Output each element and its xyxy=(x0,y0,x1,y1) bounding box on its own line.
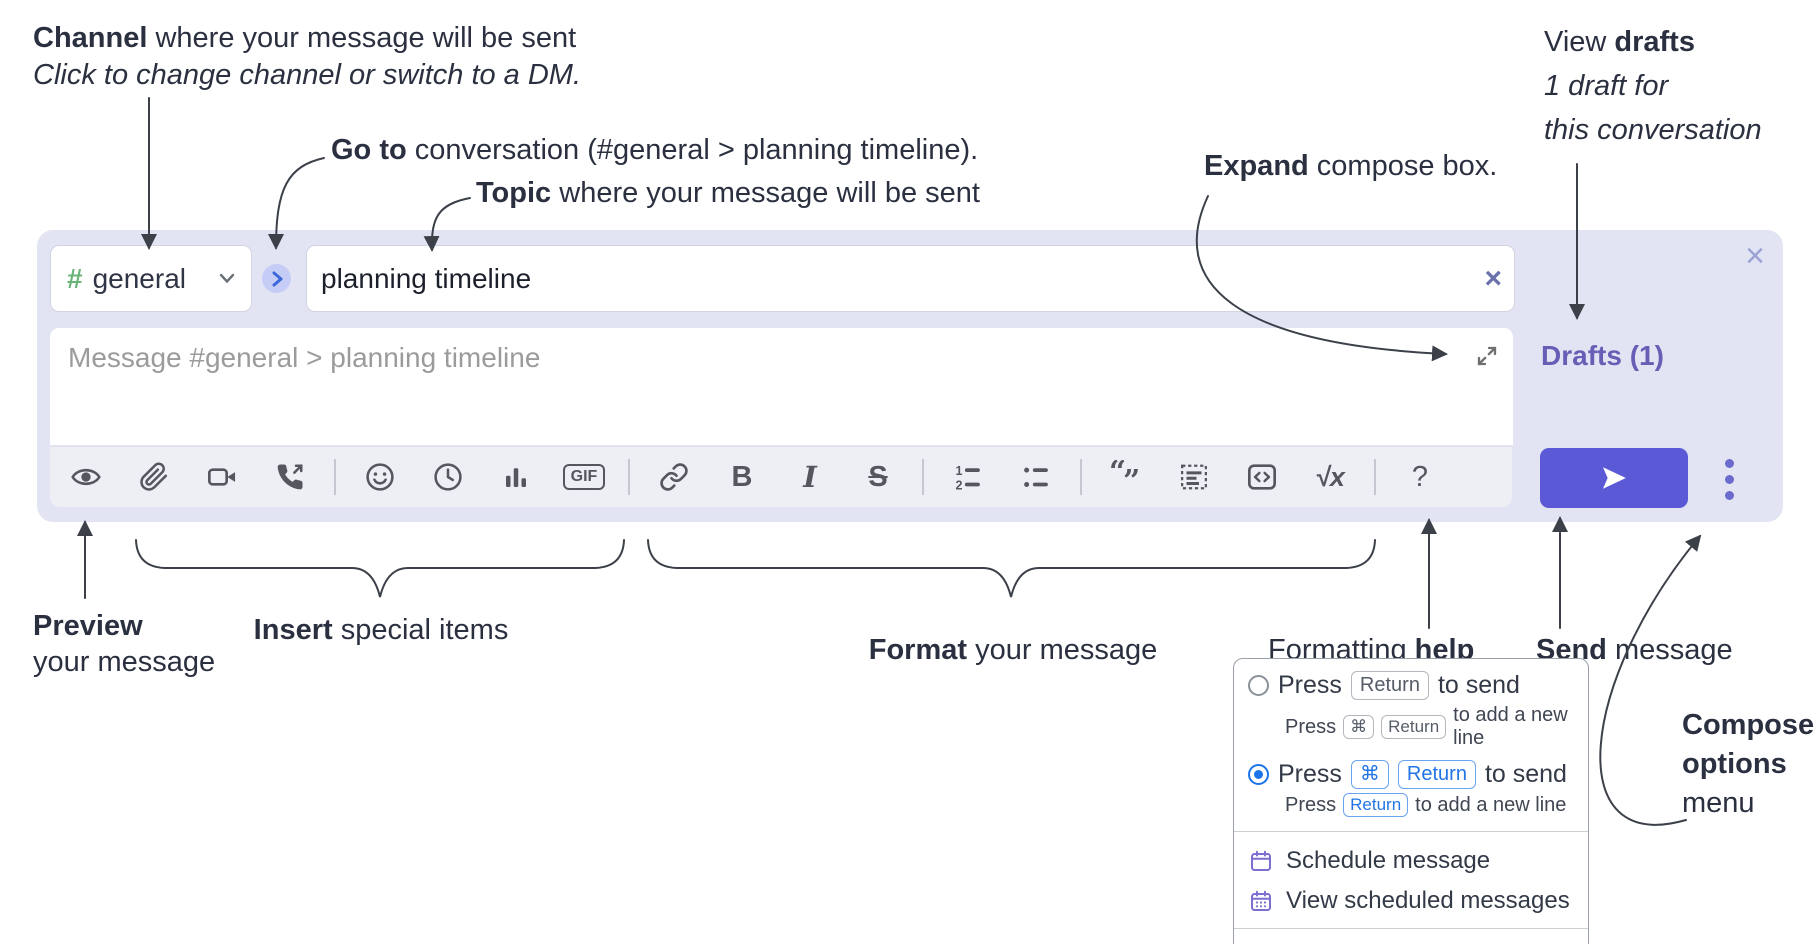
draft-section: Save draft and start a new message xyxy=(1234,929,1588,944)
menu-divider xyxy=(1234,831,1588,832)
expand-annotation: Expand compose box. xyxy=(1204,150,1498,182)
return-key: Return xyxy=(1381,715,1447,739)
insert-annotation: Insert special items xyxy=(253,614,509,646)
toolbar-divider xyxy=(1374,459,1376,495)
strikethrough-icon[interactable]: S xyxy=(844,449,912,505)
topic-annotation: Topic where your message will be sent xyxy=(476,177,980,209)
toolbar-divider xyxy=(334,459,336,495)
spoiler-icon[interactable] xyxy=(1160,449,1228,505)
svg-text:“: “ xyxy=(1109,460,1126,489)
schedule-section: Schedule message View scheduled messages xyxy=(1234,832,1588,928)
channel-annotation: Channel where your message will be sent … xyxy=(33,20,581,94)
cmd-key: ⌘ xyxy=(1343,715,1375,739)
goto-conversation-button[interactable] xyxy=(262,264,291,293)
channel-hash-icon: # xyxy=(67,262,83,294)
gif-icon[interactable]: GIF xyxy=(550,449,618,505)
radio-selected-icon[interactable] xyxy=(1248,764,1269,785)
cmd-key: ⌘ xyxy=(1350,760,1389,789)
menu-item-view-scheduled-messages[interactable]: View scheduled messages xyxy=(1234,881,1588,921)
option-cmd-enter-to-send[interactable]: Press ⌘ Return to send xyxy=(1234,757,1588,792)
format-annotation: Format your message xyxy=(868,634,1158,666)
channel-selector[interactable]: # general xyxy=(50,245,252,312)
svg-text:2: 2 xyxy=(956,479,963,493)
svg-text:1: 1 xyxy=(956,464,963,478)
link-icon[interactable] xyxy=(640,449,708,505)
topic-input[interactable] xyxy=(307,246,1514,311)
attach-file-icon[interactable] xyxy=(120,449,188,505)
chevron-right-icon xyxy=(272,271,282,286)
poll-icon[interactable] xyxy=(482,449,550,505)
send-shortcut-options: Press Return to send Press ⌘ Return to a… xyxy=(1234,659,1588,831)
close-compose-icon[interactable]: × xyxy=(1739,239,1771,273)
quote-icon[interactable]: “” xyxy=(1092,449,1160,505)
preview-icon[interactable] xyxy=(52,449,120,505)
menu-divider xyxy=(1234,928,1588,929)
channel-annotation-line2: Click to change channel or switch to a D… xyxy=(33,59,582,91)
toolbar-divider xyxy=(922,459,924,495)
preview-annotation: Preview your message xyxy=(33,610,216,678)
option-cmd-enter-subtext: Press Return to add a new line xyxy=(1285,793,1567,817)
calendar-grid-icon xyxy=(1251,890,1271,911)
chevron-down-icon xyxy=(219,273,235,284)
message-area[interactable]: Message #general > planning timeline xyxy=(50,328,1513,445)
emoji-icon[interactable] xyxy=(346,449,414,505)
calendar-icon xyxy=(1251,850,1271,871)
return-key: Return xyxy=(1350,671,1429,700)
clear-topic-button[interactable]: × xyxy=(1484,261,1502,295)
italic-icon[interactable]: I xyxy=(776,449,844,505)
return-key: Return xyxy=(1343,793,1409,817)
return-key: Return xyxy=(1397,760,1476,789)
expand-compose-icon[interactable] xyxy=(1475,344,1499,371)
menu-item-save-draft[interactable]: Save draft and start a new message xyxy=(1234,938,1588,944)
drafts-link[interactable]: Drafts (1) xyxy=(1541,340,1664,371)
audio-call-icon[interactable] xyxy=(256,449,324,505)
message-formatting-help-icon[interactable]: ? xyxy=(1386,449,1454,505)
toolbar-divider xyxy=(628,459,630,495)
view-drafts-annotation: View drafts 1 draft for this conversatio… xyxy=(1544,26,1762,146)
compose-options-menu-icon[interactable] xyxy=(1717,454,1741,504)
goto-annotation: Go to conversation (#general > planning … xyxy=(331,134,979,166)
channel-name: general xyxy=(92,262,186,294)
format-brace xyxy=(647,539,1376,598)
code-icon[interactable] xyxy=(1228,449,1296,505)
svg-text:”: ” xyxy=(1123,464,1140,494)
time-icon[interactable] xyxy=(414,449,482,505)
radio-unselected-icon[interactable] xyxy=(1248,675,1269,696)
insert-brace xyxy=(135,539,625,598)
video-call-icon[interactable] xyxy=(188,449,256,505)
channel-annotation-bold: Channel xyxy=(33,22,148,54)
option-enter-subtext: Press ⌘ Return to add a new line xyxy=(1285,704,1568,749)
compose-box: # general × × Message #general > plannin… xyxy=(37,230,1783,522)
bold-icon[interactable]: B xyxy=(708,449,776,505)
compose-options-annotation: Compose options menu xyxy=(1682,709,1814,819)
send-icon xyxy=(1603,467,1626,489)
topic-field: × xyxy=(306,245,1515,312)
math-icon[interactable]: √x xyxy=(1296,449,1364,505)
menu-item-schedule-message[interactable]: Schedule message xyxy=(1234,841,1588,881)
message-input-placeholder[interactable]: Message #general > planning timeline xyxy=(68,342,541,373)
toolbar-divider xyxy=(1080,459,1082,495)
send-button[interactable] xyxy=(1540,448,1688,508)
option-enter-to-send[interactable]: Press Return to send xyxy=(1234,668,1588,703)
bulleted-list-icon[interactable] xyxy=(1002,449,1070,505)
compose-options-menu: Press Return to send Press ⌘ Return to a… xyxy=(1233,658,1589,944)
